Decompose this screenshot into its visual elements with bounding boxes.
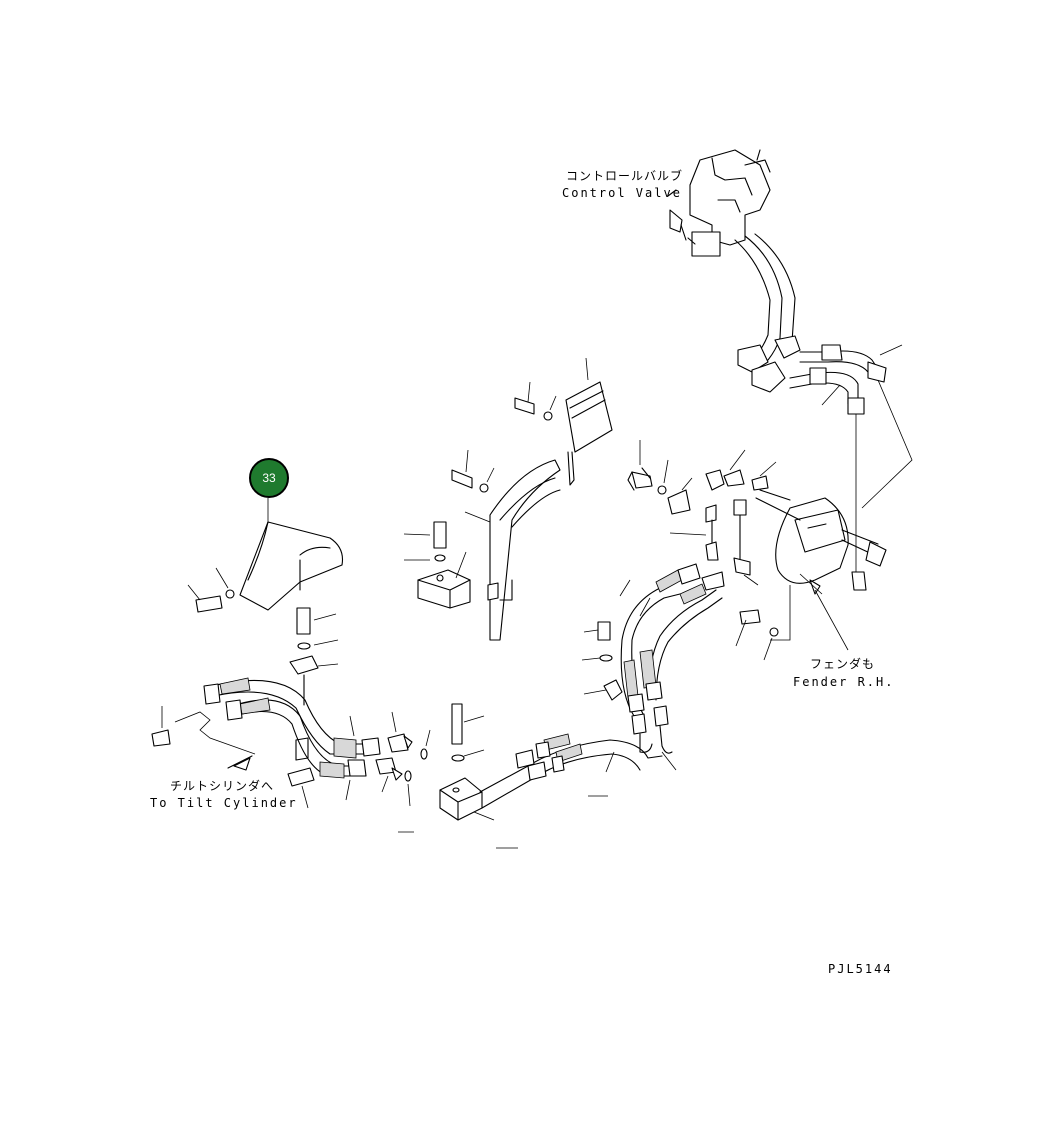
drawing-code: PJL5144 — [828, 962, 893, 976]
fender-label-jp: フェンダも — [810, 656, 875, 671]
callout-badge — [249, 458, 289, 498]
left-hoses — [151, 677, 381, 801]
tilt-cylinder-label-en: To Tilt Cylinder — [150, 796, 298, 810]
fender-label: フェンダも Fender R.H. — [793, 656, 894, 689]
tilt-cylinder-label-jp: チルトシリンダへ — [170, 778, 274, 793]
callout-number: 33 — [262, 471, 276, 485]
fender-pointer — [770, 579, 849, 651]
fender-label-en: Fender R.H. — [793, 675, 894, 689]
control-valve-label: コントロールバルブ Control Valve — [562, 168, 683, 200]
center-long-hoses — [479, 563, 725, 809]
control-valve-label-jp: コントロールバルブ — [566, 168, 683, 183]
fender-rh — [755, 489, 887, 595]
valve-hoses — [734, 233, 913, 575]
control-valve-label-en: Control Valve — [562, 186, 682, 200]
curved-cover-plate — [451, 449, 561, 641]
center-bracket — [403, 521, 471, 609]
right-fittings — [627, 440, 779, 661]
upper-cover-plate — [514, 357, 613, 486]
center-elbows — [375, 711, 431, 807]
callout-33: 33 — [249, 458, 289, 498]
center-small-fittings — [581, 621, 623, 701]
control-valve — [667, 149, 771, 257]
guard-cover — [187, 498, 344, 613]
tilt-cylinder-label: チルトシリンダへ To Tilt Cylinder — [150, 778, 298, 810]
left-bolt-stack — [287, 607, 339, 809]
manifold-block — [398, 703, 518, 849]
